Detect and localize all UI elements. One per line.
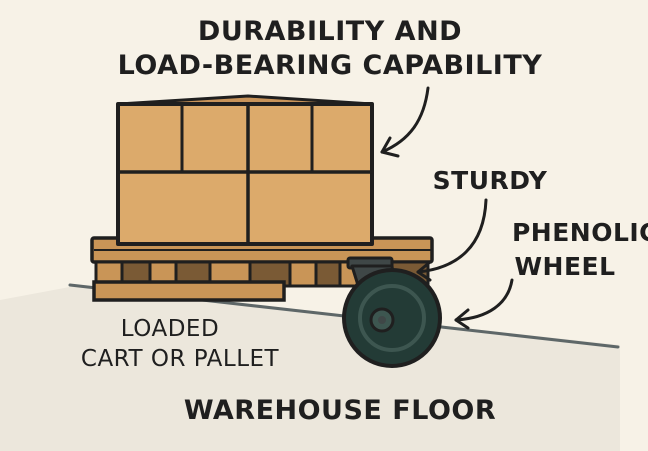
label-cart-or-pallet: CART OR PALLET bbox=[80, 346, 280, 372]
label-warehouse-floor: WAREHOUSE FLOOR bbox=[183, 395, 497, 426]
pallet-block bbox=[288, 260, 318, 288]
pallet-bottom-board bbox=[92, 280, 286, 302]
wheel-axle bbox=[378, 316, 386, 324]
floor-shadow bbox=[0, 286, 620, 451]
arrow-durability bbox=[380, 86, 430, 158]
title-line-2: LOAD-BEARING CAPABILITY bbox=[117, 50, 543, 81]
label-phenolic: PHENOLIC bbox=[511, 218, 648, 247]
label-loaded: LOADED bbox=[120, 316, 220, 342]
box-front bbox=[116, 102, 374, 246]
phenolic-caster-wheel bbox=[342, 256, 442, 368]
arrow-sturdy bbox=[416, 198, 488, 282]
wheel-inner-ring bbox=[358, 284, 426, 352]
label-sturdy: STURDY bbox=[432, 166, 548, 195]
label-wheel: WHEEL bbox=[514, 252, 616, 281]
title-line-1: DURABILITY AND bbox=[197, 16, 463, 47]
cardboard-box-stack bbox=[116, 94, 374, 246]
arrow-phenolic-wheel bbox=[454, 278, 514, 330]
